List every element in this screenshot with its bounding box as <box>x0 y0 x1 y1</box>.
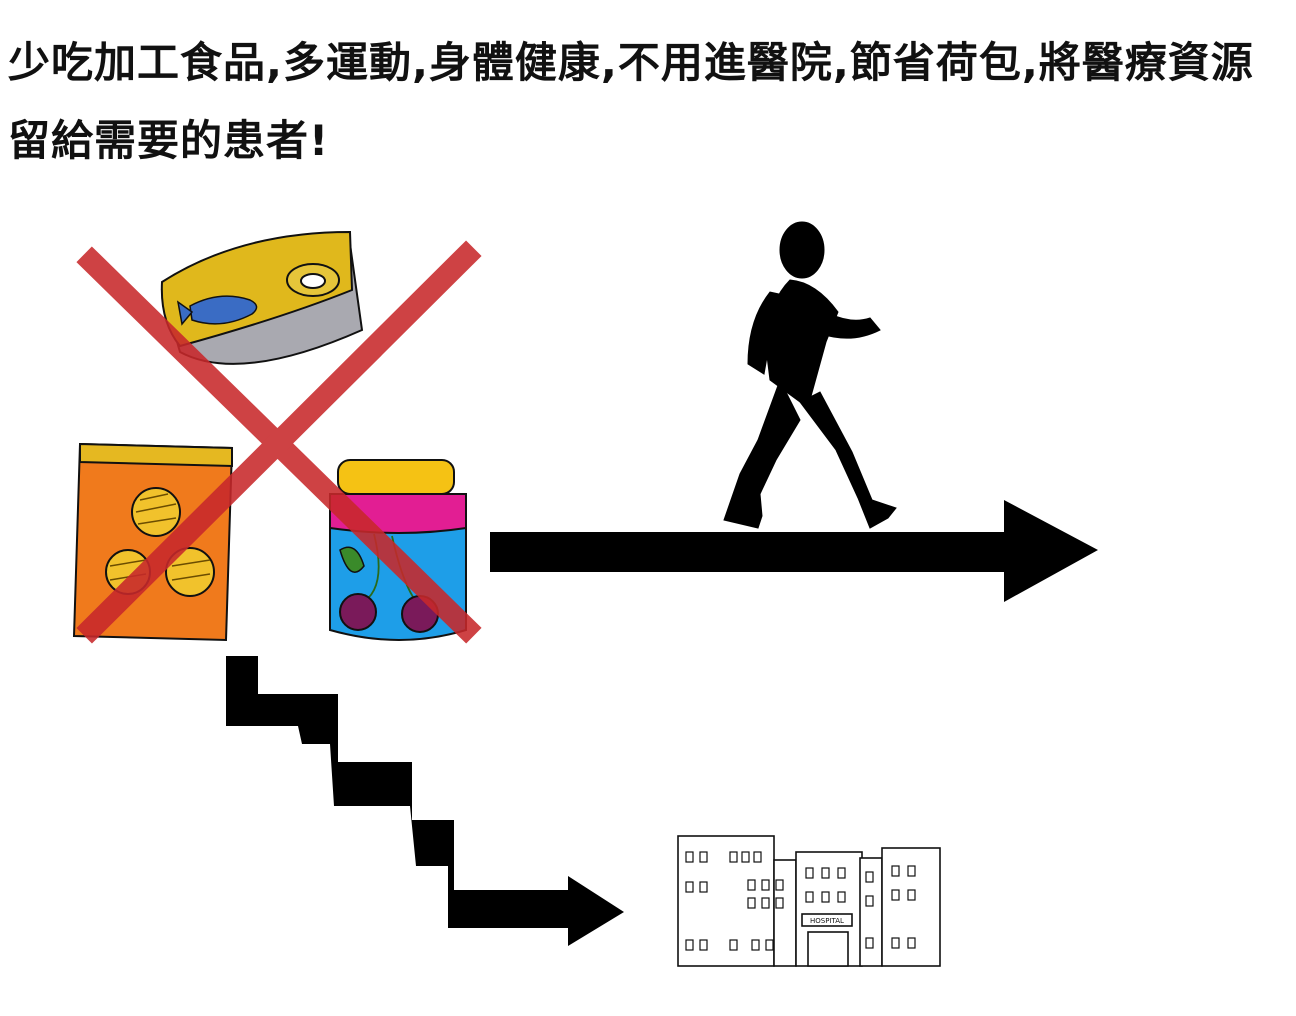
staircase-arrow-icon <box>226 656 624 946</box>
arrow-right-icon <box>490 500 1098 602</box>
walking-person-icon <box>723 221 897 529</box>
hospital-building-icon: HOSPITAL <box>677 835 941 967</box>
headline-text: 少吃加工食品,多運動,身體健康,不用進醫院,節省荷包,將醫療資源留給需要的患者! <box>8 38 1254 165</box>
chips-bag-icon <box>72 442 234 642</box>
red-x-mark-icon <box>76 240 482 644</box>
hospital-sign: HOSPITAL <box>810 917 844 925</box>
canned-fish-icon <box>160 230 364 365</box>
